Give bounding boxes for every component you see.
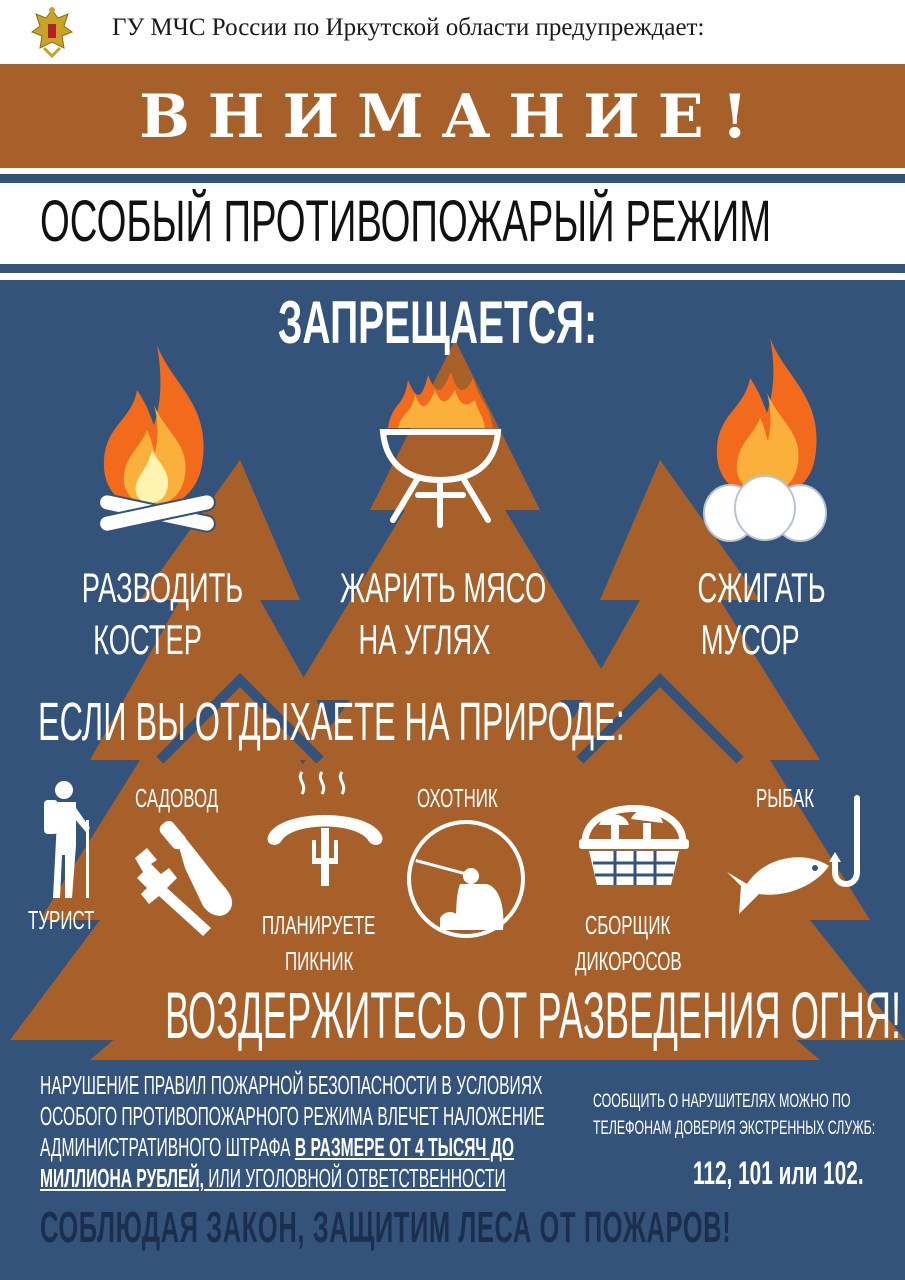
penalty-line-3-plain: АДМИНИСТРАТИВНОГО ШТРАФА	[40, 1132, 295, 1162]
report-line-1: СООБЩИТЬ О НАРУШИТЕЛЯХ МОЖНО ПО	[593, 1091, 851, 1112]
regime-title: ОСОБЫЙ ПРОТИВОПОЖАРЫЙ РЕЖИМ	[40, 189, 772, 254]
prohibited-item-2-line2: НА УГЛЯХ	[358, 616, 491, 663]
fish-hook-icon	[727, 795, 860, 914]
org-header-text: ГУ МЧС России по Иркутской области преду…	[112, 14, 705, 41]
role-gatherer-label: СБОРЩИК	[585, 910, 671, 940]
sausage-icon	[267, 771, 383, 886]
role-gardener-label: САДОВОД	[135, 783, 219, 813]
prohibited-item-3-line2: МУСОР	[700, 616, 800, 663]
penalty-line-1: НАРУШЕНИЕ ПРАВИЛ ПОЖАРНОЙ БЕЗОПАСНОСТИ В…	[40, 1070, 543, 1100]
penalty-line-4: МИЛЛИОНА РУБЛЕЙ, ИЛИ УГОЛОВНОЙ ОТВЕТСТВЕ…	[40, 1163, 506, 1193]
penalty-line-2: ОСОБОГО ПРОТИВОПОЖАРНОГО РЕЖИМА ВЛЕЧЕТ Н…	[40, 1101, 545, 1131]
penalty-panel	[0, 1060, 905, 1280]
role-hunter-label: ОХОТНИК	[417, 783, 498, 813]
emergency-phones: 112, 101 или 102.	[693, 1155, 864, 1191]
penalty-line-4-plain: ИЛИ УГОЛОВНОЙ ОТВЕТСТВЕННОСТИ	[203, 1163, 506, 1193]
nature-title: ЕСЛИ ВЫ ОТДЫХАЕТЕ НА ПРИРОДЕ:	[38, 692, 625, 752]
footer-slogan: СОБЛЮДАЯ ЗАКОН, ЗАЩИТИМ ЛЕСА ОТ ПОЖАРОВ!	[40, 1203, 732, 1252]
role-fisher-label: РЫБАК	[756, 783, 815, 813]
garden-tools-icon	[135, 820, 233, 936]
regime-band	[0, 168, 905, 280]
abstain-text: ВОЗДЕРЖИТЕСЬ ОТ РАЗВЕДЕНИЯ ОГНЯ!	[165, 978, 902, 1052]
penalty-line-3: АДМИНИСТРАТИВНОГО ШТРАФА В РАЗМЕРЕ ОТ 4 …	[40, 1132, 514, 1162]
prohibited-item-1-line1: РАЗВОДИТЬ	[81, 564, 244, 611]
role-gatherer-label2: ДИКОРОСОВ	[575, 946, 682, 976]
penalty-line-3-emphasis: В РАЗМЕРЕ ОТ 4 ТЫСЯЧ ДО	[294, 1132, 514, 1162]
divider-bottom	[0, 264, 905, 273]
grill-icon	[379, 372, 502, 528]
campfire-icon	[98, 345, 216, 533]
prohibited-item-3-line1: СЖИГАТЬ	[697, 564, 826, 611]
role-tourist-label: ТУРИСТ	[28, 905, 95, 935]
attention-banner	[0, 64, 905, 168]
prohibited-item-1-line2: КОСТЕР	[93, 616, 202, 663]
mchs-emblem-icon	[30, 7, 74, 58]
attention-title: ВНИМАНИЕ!	[139, 82, 766, 152]
tourist-icon	[44, 781, 90, 898]
mushroom-basket-icon	[579, 805, 689, 885]
prohibited-item-2-line1: ЖАРИТЬ МЯСО	[340, 564, 547, 611]
burning-garbage-icon	[703, 338, 827, 542]
hunter-icon	[407, 820, 525, 938]
prohibited-title: ЗАПРЕЩАЕТСЯ:	[278, 289, 598, 356]
divider-top	[0, 174, 905, 183]
role-picnic-label2: ПИКНИК	[285, 946, 354, 976]
report-line-2: ТЕЛЕФОНАМ ДОВЕРИЯ ЭКСТРЕННЫХ СЛУЖБ:	[593, 1118, 876, 1139]
role-picnic-label: ПЛАНИРУЕТЕ	[262, 910, 376, 940]
penalty-line-4-emphasis: МИЛЛИОНА РУБЛЕЙ,	[40, 1163, 204, 1193]
